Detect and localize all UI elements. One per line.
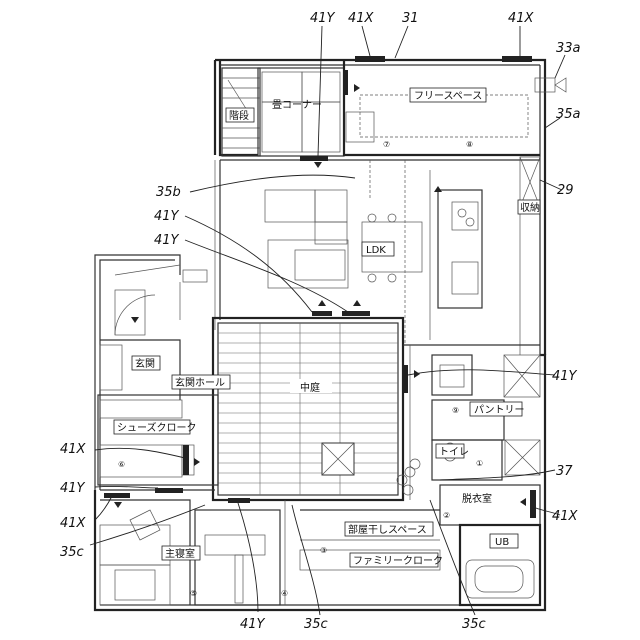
unit-41y-top [300,156,328,161]
circled-5: ⑤ [190,589,197,598]
circled-6: ⑥ [118,460,125,469]
room-storage: 収納 [520,201,540,214]
arrow-up-icon [318,300,326,306]
ref-41y-left: 41Y [60,481,86,496]
room-unit-bath: UB [495,537,509,548]
ref-35c-left: 35c [60,545,84,560]
unit-41x-right [530,490,536,518]
bedroom-zone [100,500,440,605]
ventilation-units [104,56,536,518]
arrow-right-icon [414,370,420,378]
circled-9: ⑨ [452,406,459,415]
ref-41y-a: 41Y [154,209,180,224]
room-toilet: トイレ [439,447,469,458]
ref-41y-top: 41Y [310,11,336,26]
circled-8: ⑧ [466,140,473,149]
room-courtyard: 中庭 [300,381,320,394]
ref-35b: 35b [156,185,181,200]
arrow-up-icon [434,186,442,192]
room-ldk: LDK [366,245,386,256]
circled-1: ① [476,459,483,468]
ref-35c-bottom2: 35c [462,617,486,632]
room-tatami-corner: 畳コーナー [272,99,322,111]
ref-31: 31 [402,11,419,26]
arrow-down-icon [131,317,139,323]
ref-29: 29 [557,183,574,198]
arrow-right-icon [194,458,200,466]
room-entrance-hall: 玄関ホール [175,376,225,389]
unit-41y-right [403,365,408,393]
ref-41x-left2: 41X [60,516,87,531]
arrow-down-icon [114,502,122,508]
ref-35c-bottom1: 35c [304,617,328,632]
arrow-down-icon [314,162,322,168]
unit-41y-a [312,311,332,316]
unit-41x-left [183,445,189,475]
ref-41y-b: 41Y [154,233,180,248]
arrow-up-icon [353,300,361,306]
room-family-closet: ファミリークローク [353,555,443,567]
ref-37: 37 [556,464,573,479]
outer-walls [95,60,545,610]
circled-3: ③ [320,546,327,555]
room-pantry: パントリー [474,404,525,416]
ref-41x-left: 41X [60,442,87,457]
ref-33a: 33a [556,41,581,56]
ref-41x-topright: 41X [508,11,535,26]
ref-41x-right: 41X [552,509,579,524]
room-shoes-cloak: シューズクローク [117,421,197,434]
unit-41x-left2 [104,493,130,498]
room-entrance: 玄関 [135,357,155,370]
unit-41y-bottom [228,498,250,503]
room-dressing: 脱衣室 [462,492,492,505]
courtyard-deck [213,318,403,500]
room-stairs: 階段 [229,109,249,122]
unit-41y-b [342,311,370,316]
unit-31 [343,70,348,95]
circled-2: ② [443,511,450,520]
unit-41y-left [155,488,183,493]
circled-4: ④ [281,589,288,598]
ref-41y-bottom: 41Y [240,617,266,632]
leader-lines [90,26,565,615]
room-master-bedroom: 主寝室 [165,547,195,560]
unit-41x-topright [502,56,532,62]
arrow-right-icon [354,84,360,92]
ref-41x-top: 41X [348,11,375,26]
circled-7: ⑦ [383,140,390,149]
unit-41x-top [355,56,385,62]
room-free-space: フリースペース [414,91,482,102]
ref-35a: 35a [556,107,581,122]
room-drying-space: 部屋干しスペース [348,523,427,536]
arrow-left-icon [520,498,526,506]
ref-41y-right: 41Y [552,369,578,384]
